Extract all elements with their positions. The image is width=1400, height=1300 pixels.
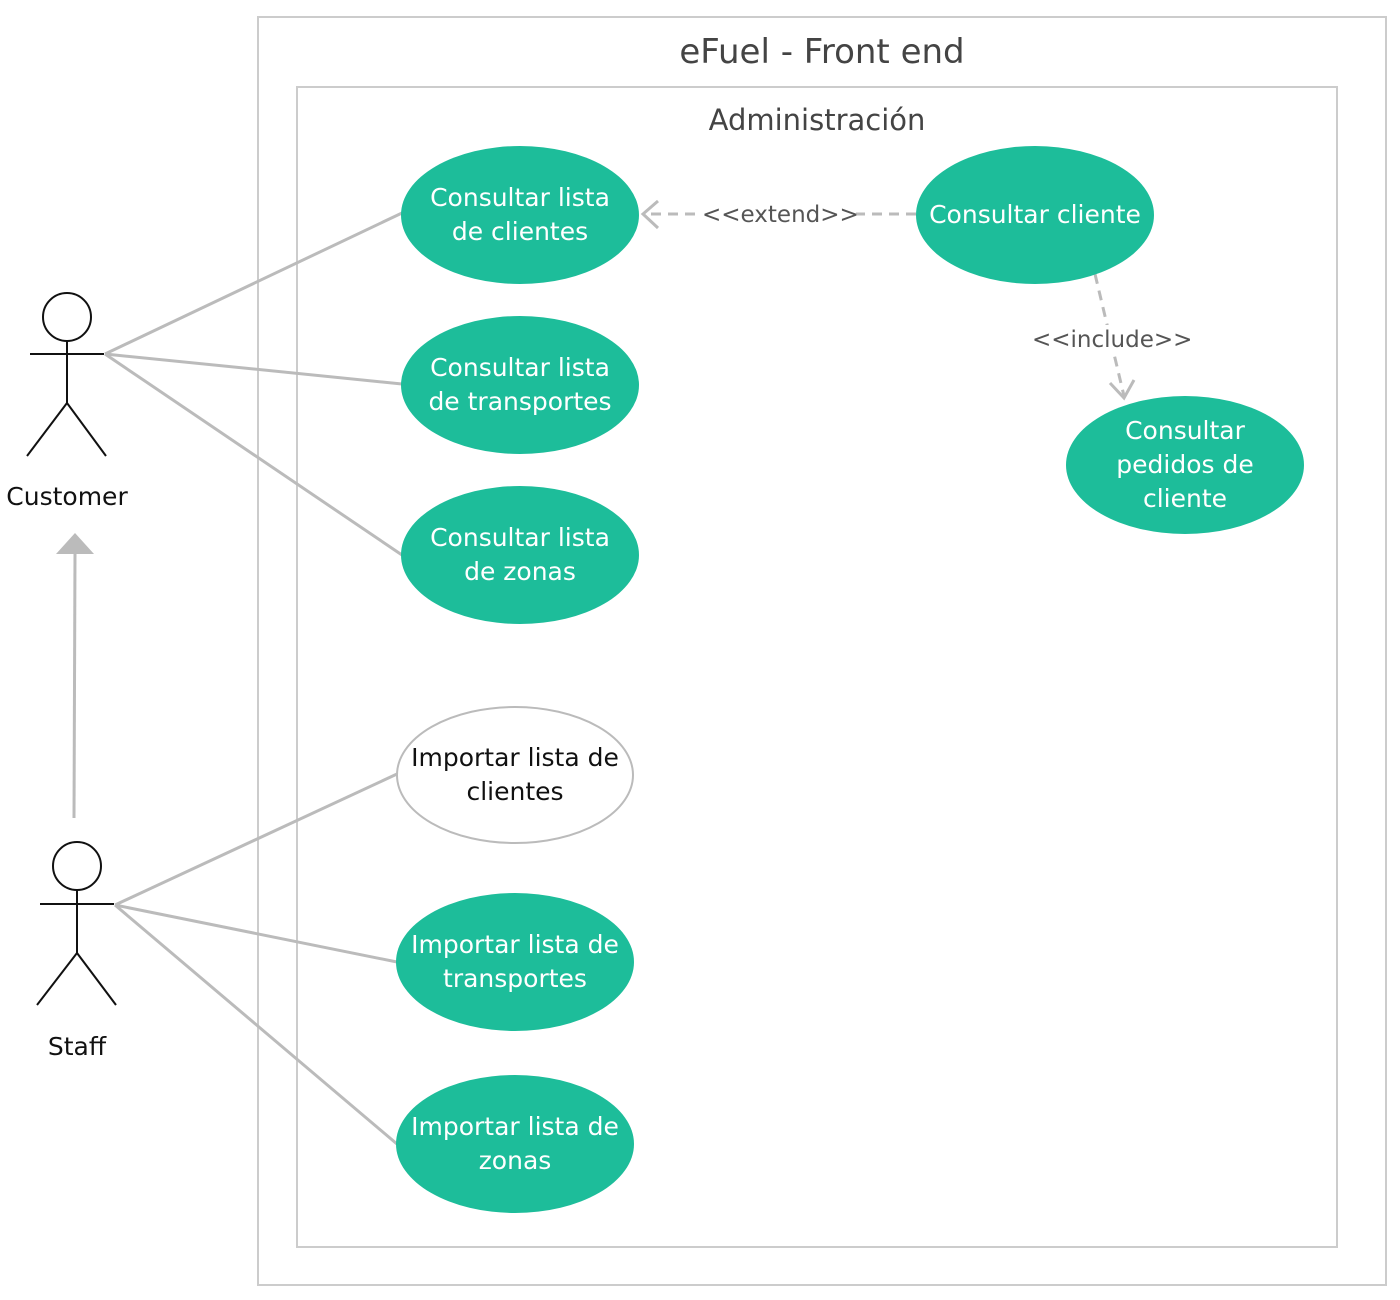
use-case-consultar-lista-transportes[interactable] xyxy=(401,316,639,454)
use-case-consultar-pedidos-cliente[interactable] xyxy=(1066,396,1304,534)
generalization-arrowhead xyxy=(56,533,94,554)
use-case-label-consultar-lista-zonas: Consultar lista de zonas xyxy=(430,523,610,586)
use-case-label-importar-lista-clientes: Importar lista de clientes xyxy=(411,743,619,806)
customer-label: Customer xyxy=(6,482,128,511)
use-case-label-consultar-pedidos-cliente: Consultar pedidos de cliente xyxy=(1116,416,1254,513)
assoc-customer-zonas xyxy=(104,352,403,557)
use-case-consultar-lista-zonas[interactable] xyxy=(401,486,639,624)
system-title: eFuel - Front end xyxy=(679,32,965,72)
use-case-label-consultar-lista-clientes: Consultar lista de clientes xyxy=(430,183,610,246)
use-case-label-consultar-cliente: Consultar cliente xyxy=(929,200,1141,229)
include-arrowhead xyxy=(1108,379,1136,401)
generalization-line xyxy=(72,552,77,819)
assoc-staff-import-clientes xyxy=(114,772,398,907)
use-case-importar-lista-transportes[interactable] xyxy=(396,893,634,1031)
use-case-consultar-cliente[interactable] xyxy=(916,146,1154,284)
assoc-staff-import-zonas xyxy=(114,903,398,1146)
use-case-label-importar-lista-zonas: Importar lista de zonas xyxy=(411,1112,619,1175)
extend-arrowhead xyxy=(640,199,660,230)
customer-actor-figure[interactable] xyxy=(26,292,107,457)
include-line xyxy=(1093,273,1126,397)
staff-label: Staff xyxy=(47,1032,107,1061)
use-case-consultar-lista-clientes[interactable] xyxy=(401,146,639,284)
extend-label: <<extend>> xyxy=(700,200,859,230)
use-case-importar-lista-clientes[interactable] xyxy=(396,706,634,844)
assoc-customer-clientes xyxy=(104,211,403,356)
use-case-importar-lista-zonas[interactable] xyxy=(396,1075,634,1213)
package-boundary xyxy=(296,86,1338,1248)
package-title: Administración xyxy=(708,103,926,137)
assoc-staff-import-transportes xyxy=(114,903,398,964)
assoc-customer-transportes xyxy=(104,352,403,386)
use-case-label-consultar-lista-transportes: Consultar lista de transportes xyxy=(428,353,612,416)
staff-actor-figure[interactable] xyxy=(36,841,117,1006)
include-label: <<include>> xyxy=(1030,325,1194,355)
use-case-label-importar-lista-transportes: Importar lista de transportes xyxy=(411,930,619,993)
